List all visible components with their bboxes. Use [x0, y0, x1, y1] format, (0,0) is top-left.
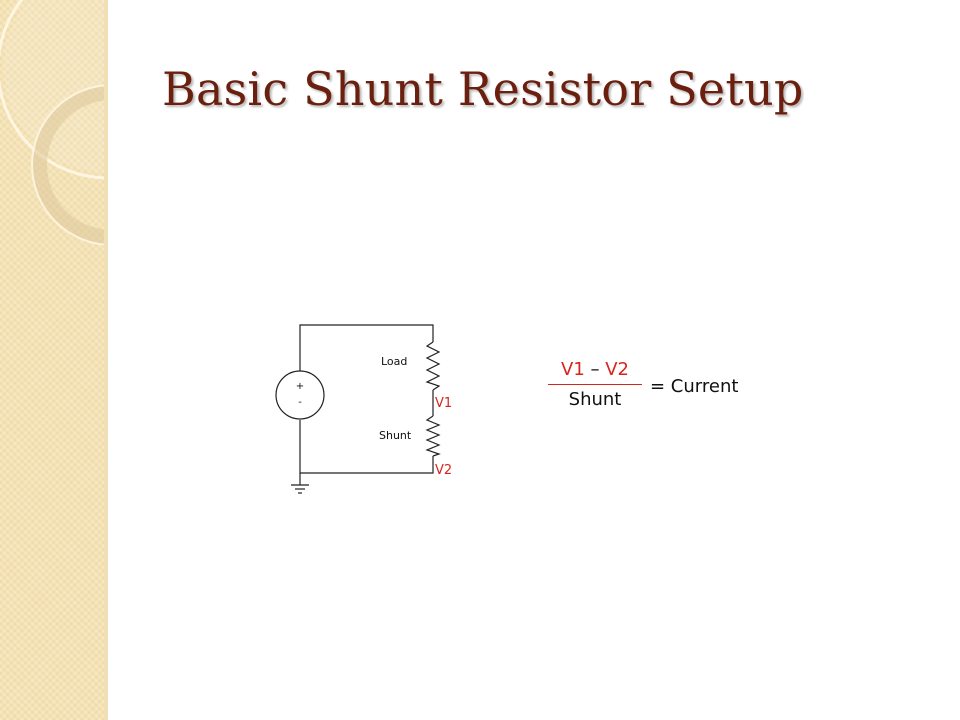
fraction-denominator: Shunt	[568, 389, 622, 410]
fraction: V1 – V2 Shunt	[548, 358, 642, 412]
top-wire	[299, 324, 434, 371]
current-formula: V1 – V2 Shunt = Current	[548, 358, 948, 428]
equals-current: = Current	[650, 376, 739, 397]
fraction-numerator: V1 – V2	[548, 358, 642, 385]
circuit-wires	[299, 324, 434, 485]
load-label: Load	[381, 355, 407, 368]
load-resistor-icon	[425, 341, 441, 391]
slide-title: Basic Shunt Resistor Setup	[162, 62, 804, 116]
sidebar-circles-decoration	[0, 0, 104, 246]
ground-icon	[291, 484, 309, 494]
numerator-minus: –	[590, 359, 600, 380]
shunt-circuit-diagram: + - Load Shunt V1 V2	[275, 324, 452, 494]
node-v1-label: V1	[435, 396, 452, 411]
numerator-v2: V2	[605, 359, 629, 380]
shunt-label: Shunt	[379, 429, 412, 442]
sidebar-divider	[104, 0, 108, 720]
numerator-v1: V1	[561, 359, 585, 380]
source-plus-sign: +	[296, 381, 304, 392]
voltage-source-icon	[275, 370, 325, 420]
source-minus-sign: -	[298, 397, 302, 408]
decorative-sidebar	[0, 0, 106, 720]
bottom-wire	[299, 420, 434, 474]
node-v2-label: V2	[435, 463, 452, 478]
shunt-resistor-icon	[425, 415, 441, 457]
